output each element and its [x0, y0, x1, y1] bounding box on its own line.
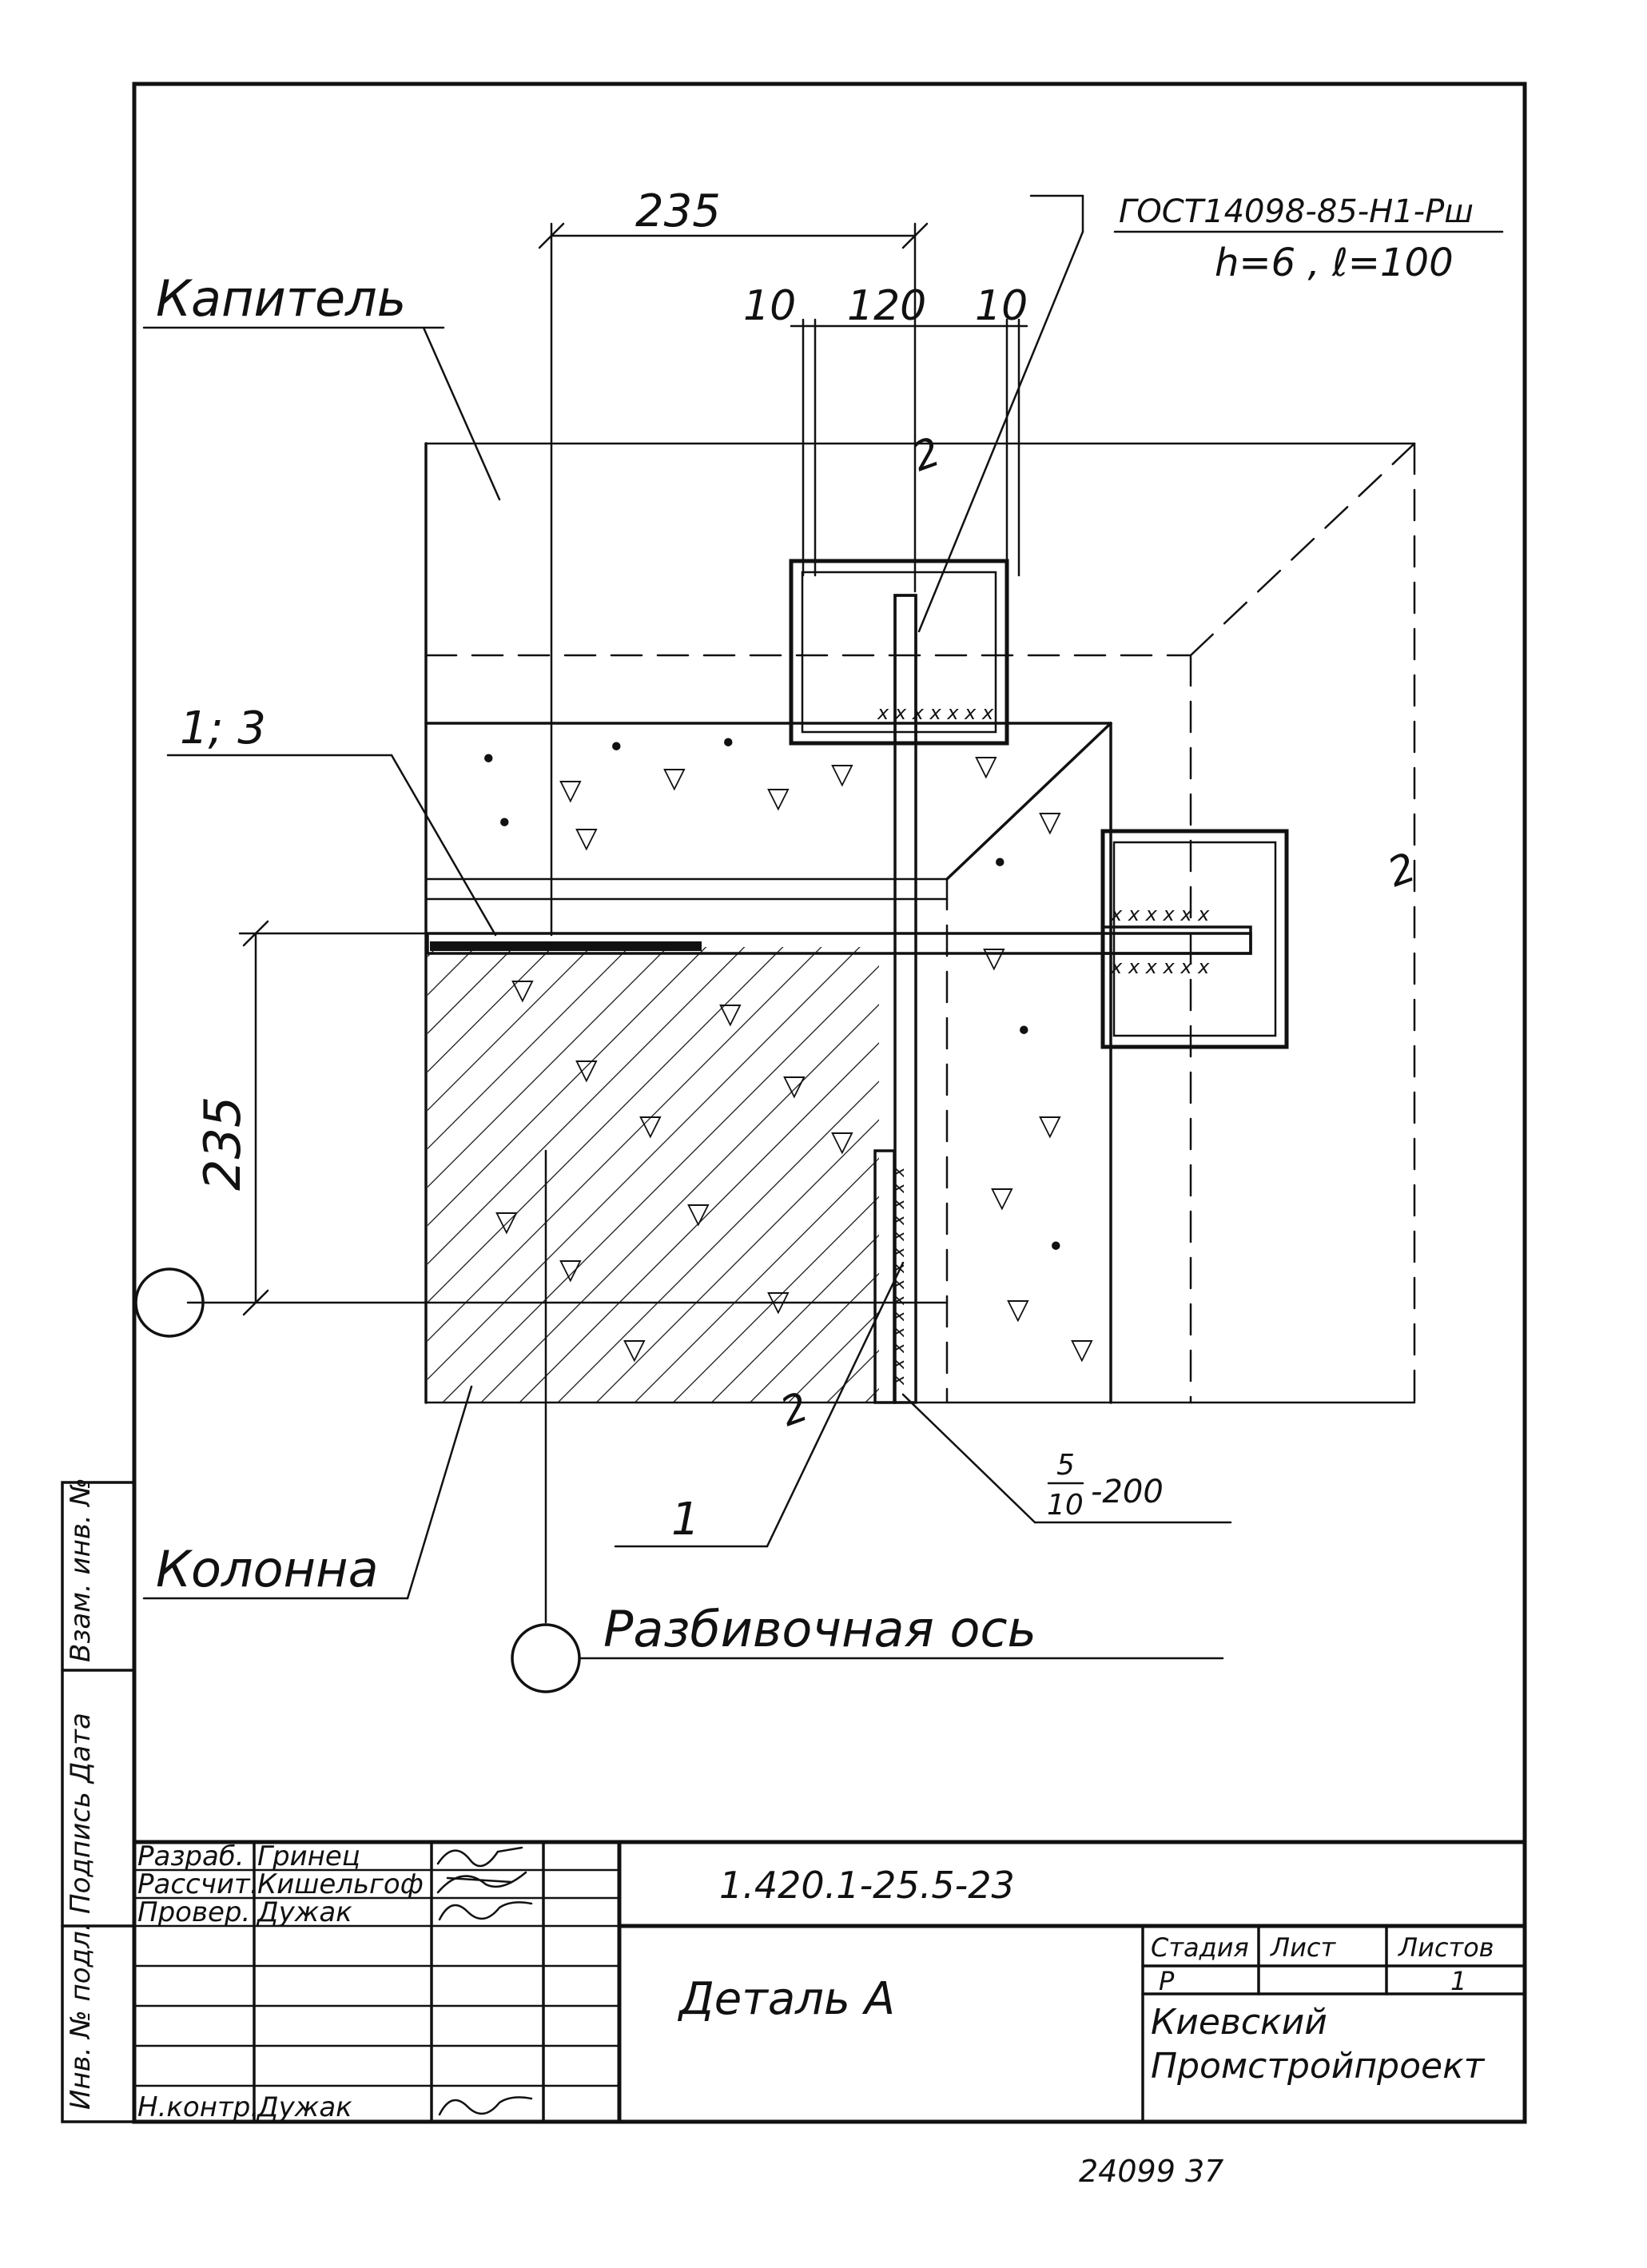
- svg-text:∙: ∙: [495, 806, 514, 838]
- weld-plate: x x x x x x x x x x x x x x: [873, 1149, 909, 1404]
- tb-org-line1: Киевский: [1151, 2002, 1327, 2043]
- label-weld: -200: [1091, 1474, 1164, 1510]
- dimension-chain: 10 120 10: [743, 282, 1028, 577]
- label-layers: 1; 3: [180, 702, 266, 754]
- svg-text:▽: ▽: [575, 822, 598, 854]
- label-axis: Разбивочная ось: [603, 1600, 1036, 1658]
- svg-text:▽: ▽: [783, 1069, 806, 1102]
- svg-text:▽: ▽: [623, 1333, 646, 1366]
- footer-number: 24099 37: [1079, 2154, 1223, 2189]
- tb-stage-header: Стадия: [1151, 1932, 1249, 1963]
- svg-text:▽: ▽: [831, 1125, 853, 1158]
- tb-stage: Р: [1159, 1966, 1175, 1996]
- axis-marker-left: [134, 1267, 205, 1338]
- svg-text:▽: ▽: [1007, 1293, 1029, 1326]
- tb-sheets: 1: [1450, 1966, 1466, 1996]
- svg-text:▽: ▽: [495, 1205, 518, 1238]
- svg-text:x x x x x x x x x x x x x x: x x x x x x x x x x x x x x: [889, 1166, 909, 1386]
- dimension-left: 235: [193, 920, 433, 1316]
- tb-name-7: Дужак: [256, 2091, 352, 2123]
- title-block: Разраб. Гринец Рассчит. Кишельгоф Провер…: [132, 1840, 1527, 2124]
- concrete-speckle: ∙ ▽ ∙ ▽ ∙ ▽ ▽ ∙ ▽ ▽ ▽ ∙ ▽ ∙ ▽ ▽ ∙ ▽ ▽ ▽ ▽ ▽ ▽ ▽ ▽ ▽ ▽ ▽ ▽ ▽: [479, 726, 1093, 1366]
- dimension-top: 235: [538, 185, 929, 937]
- svg-text:▽: ▽: [663, 762, 686, 794]
- label-weld-group: 5 10 -200: [901, 1393, 1232, 1524]
- tb-sheets-header: Листов: [1398, 1932, 1494, 1963]
- svg-text:▽: ▽: [1039, 806, 1061, 838]
- svg-text:▽: ▽: [767, 1285, 790, 1318]
- label-weld-den: 10: [1047, 1489, 1084, 1522]
- label-gost-params: h=6 , ℓ=100: [1215, 241, 1454, 285]
- svg-text:x x x x x x: x x x x x x: [1110, 956, 1210, 978]
- svg-text:▽: ▽: [1071, 1333, 1093, 1366]
- tb-role-7: Н.контр.: [137, 2091, 259, 2123]
- tb-sign-7: [438, 2096, 533, 2116]
- svg-text:▽: ▽: [831, 758, 853, 790]
- top-clamp: x x x x x x x: [789, 559, 1009, 746]
- tb-role-1: Разраб.: [137, 1840, 245, 1872]
- svg-text:∙: ∙: [991, 846, 1009, 878]
- svg-text:▽: ▽: [575, 1053, 598, 1086]
- svg-text:x x x x x x x: x x x x x x x: [877, 702, 994, 724]
- column-section: [424, 947, 1416, 1404]
- side-stamp: Инв. № подл. Подпись Дата Взам. инв. №: [61, 1478, 136, 2123]
- svg-text:∙: ∙: [1047, 1229, 1065, 1262]
- tb-sign-3: [438, 1901, 533, 1921]
- svg-text:∙: ∙: [479, 742, 498, 774]
- svg-text:∙: ∙: [719, 726, 738, 758]
- svg-text:x x x x x x: x x x x x x: [1110, 903, 1210, 925]
- label-layers-group: 1; 3: [166, 702, 497, 937]
- svg-text:▽: ▽: [511, 973, 534, 1006]
- sheet-frame: [132, 82, 1527, 2124]
- tb-title: Деталь А: [677, 1973, 895, 2025]
- label-kolonna: Колонна: [156, 1540, 379, 1598]
- section-mark-right: 2: [1382, 844, 1422, 896]
- side-stamp-cell-3: Взам. инв. №: [65, 1478, 97, 1662]
- svg-text:▽: ▽: [719, 997, 742, 1030]
- svg-text:∙: ∙: [607, 730, 626, 762]
- tb-sign-1: [436, 1846, 523, 1868]
- dim-gap-right: 10: [975, 282, 1028, 330]
- label-kapitel-group: Капитель: [142, 269, 501, 501]
- label-kolonna-group: Колонна: [142, 1385, 473, 1600]
- perspective-lines: [945, 442, 1416, 1404]
- side-stamp-cell-1: Инв. № подл.: [65, 1922, 97, 2110]
- label-weld-num: 5: [1056, 1449, 1075, 1482]
- tb-role-3: Провер.: [137, 1896, 250, 1928]
- svg-text:▽: ▽: [559, 774, 582, 806]
- tb-org-line2: Промстройпроект: [1151, 2046, 1486, 2087]
- svg-text:▽: ▽: [767, 782, 790, 814]
- axis-marker-bottom: [511, 1623, 581, 1693]
- label-kapitel: Капитель: [156, 269, 406, 328]
- svg-text:▽: ▽: [983, 941, 1005, 974]
- dim-235-top: 235: [635, 185, 721, 237]
- svg-text:▽: ▽: [975, 750, 997, 782]
- axis-lines: [134, 1149, 1224, 1693]
- dim-235-left: 235: [193, 1096, 252, 1191]
- section-mark-top: 2: [906, 428, 946, 480]
- dim-plate: 120: [847, 282, 926, 330]
- dim-gap-left: 10: [743, 282, 796, 330]
- tb-doc-code: 1.420.1-25.5-23: [719, 1864, 1015, 1907]
- svg-text:∙: ∙: [1015, 1013, 1033, 1046]
- label-part1: 1: [671, 1494, 700, 1546]
- svg-text:▽: ▽: [639, 1109, 662, 1142]
- svg-text:▽: ▽: [687, 1197, 710, 1230]
- label-gost: ГОСТ14098-85-Н1-Рш: [1119, 193, 1474, 230]
- svg-text:▽: ▽: [991, 1181, 1013, 1214]
- tb-sign-2: [436, 1871, 527, 1894]
- tb-sheet-header: Лист: [1270, 1932, 1336, 1963]
- label-gost-group: ГОСТ14098-85-Н1-Рш h=6 , ℓ=100: [917, 193, 1504, 633]
- label-part1-group: 1: [614, 1261, 905, 1548]
- tb-role-2: Рассчит.: [137, 1868, 259, 1900]
- tb-name-1: Гринец: [257, 1840, 360, 1872]
- svg-text:▽: ▽: [1039, 1109, 1061, 1142]
- tb-name-2: Кишельгоф: [257, 1868, 424, 1900]
- tb-name-3: Дужак: [256, 1896, 352, 1928]
- side-clamp: x x x x x x x x x x x x: [1100, 829, 1289, 1049]
- svg-text:▽: ▽: [559, 1253, 582, 1286]
- side-stamp-cell-2: Подпись Дата: [65, 1713, 97, 1914]
